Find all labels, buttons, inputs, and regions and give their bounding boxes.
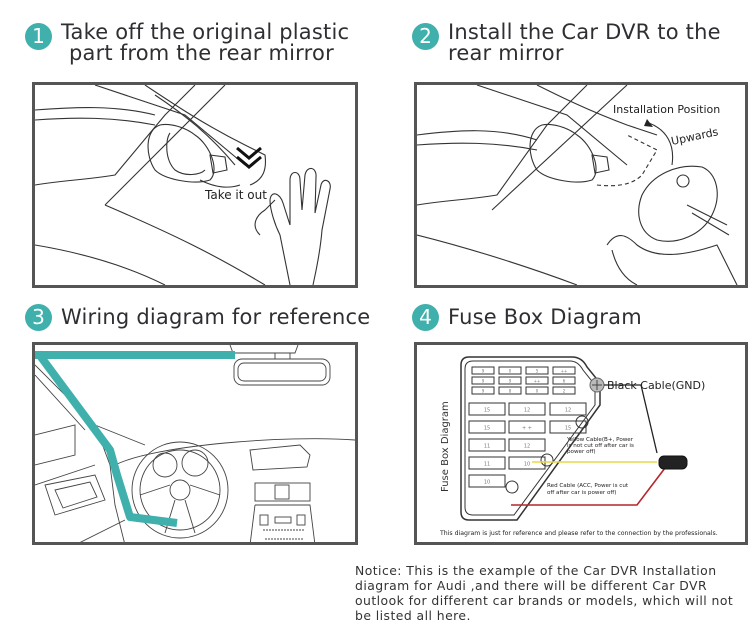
step-4-number-badge: 4 — [412, 304, 439, 331]
step-3-title: Wiring diagram for reference — [61, 305, 371, 329]
step-2-illustration: Installation Position Upwards — [414, 82, 748, 288]
red-cable-label-2: off after car is power off) — [547, 490, 616, 496]
step-4-header: 4 Fuse Box Diagram — [412, 303, 642, 331]
step-1-number-badge: 1 — [25, 23, 52, 50]
large-fuse-label: 15 — [484, 426, 490, 432]
step-3-header: 3 Wiring diagram for reference — [25, 303, 370, 331]
small-fuse-label: 2 — [563, 389, 566, 394]
large-fuse — [468, 474, 506, 488]
large-fuse-label: 11 — [484, 462, 490, 468]
step-4-title: Fuse Box Diagram — [448, 305, 642, 329]
small-fuse — [498, 386, 522, 395]
small-fuse — [552, 366, 576, 375]
large-fuse-label: 12 — [524, 444, 530, 450]
step-1-title: Take off the original plastic part from … — [61, 22, 349, 64]
small-fuse — [471, 366, 495, 375]
dvr-connector — [658, 455, 688, 470]
small-fuse — [471, 386, 495, 395]
large-fuse-label: 15 — [484, 408, 490, 414]
large-fuse — [508, 456, 546, 470]
red-cable — [511, 467, 666, 506]
small-fuse-label: 8 — [509, 389, 512, 394]
large-fuse-label: 11 — [484, 444, 490, 450]
small-fuse-label: 9 — [482, 369, 485, 374]
step-1-header: 1 Take off the original plastic part fro… — [25, 22, 349, 64]
small-fuse-label: 0 — [536, 389, 539, 394]
upwards-label: Upwards — [670, 125, 720, 148]
small-fuse-label: 9 — [482, 379, 485, 384]
step-2-title: Install the Car DVR to the rear mirror — [448, 22, 721, 64]
small-fuse-label: 9 — [509, 379, 512, 384]
large-fuse-label: + + — [522, 426, 532, 432]
step-3-wiring-illustration — [32, 342, 358, 545]
large-fuse-label: 15 — [565, 426, 571, 432]
step-1-title-line2: part from the rear mirror — [69, 41, 334, 65]
small-fuse-label: ++ — [534, 379, 541, 384]
step-2-title-line2: rear mirror — [448, 41, 564, 65]
large-fuse — [508, 420, 546, 434]
small-fuse-label: 5 — [536, 369, 539, 374]
small-fuse-label: 6 — [563, 379, 566, 384]
small-fuse-label: ++ — [561, 369, 568, 374]
large-fuse-label: 10 — [524, 462, 530, 468]
step-1-title-line1: Take off the original plastic — [61, 20, 350, 44]
fuse-box-side-label: Fuse Box Diagram — [440, 401, 451, 492]
notice-text: Notice: This is the example of the Car D… — [355, 563, 734, 623]
take-it-out-label: Take it out — [204, 188, 267, 202]
step-3-number-badge: 3 — [25, 304, 52, 331]
small-fuse — [552, 376, 576, 385]
large-fuse — [549, 402, 587, 416]
black-cable-label: Black Cable(GND) — [607, 379, 705, 392]
step-4-fuse-box-diagram: Fuse Box Diagram 9 0 5 ++ 9 9 ++ 6 9 8 0 2 15 15 11 11… — [414, 342, 748, 545]
small-fuse — [471, 376, 495, 385]
large-fuse-label: 12 — [524, 408, 530, 414]
large-fuse — [508, 402, 546, 416]
large-fuse — [508, 438, 546, 452]
installation-position-label: Installation Position — [613, 103, 720, 116]
small-fuse-label: 0 — [509, 369, 512, 374]
large-fuse — [468, 438, 506, 452]
step-2-header: 2 Install the Car DVR to the rear mirror — [412, 22, 721, 64]
large-fuse-label: 10 — [484, 480, 490, 486]
yellow-cable-label-1: Yellow Cable(B+, Power — [566, 437, 634, 443]
small-fuse — [498, 376, 522, 385]
large-fuse-label: 12 — [565, 408, 571, 414]
yellow-cable-label-2: is not cut off after car is — [567, 443, 634, 449]
step-2-number-badge: 2 — [412, 23, 439, 50]
large-fuse — [468, 420, 506, 434]
yellow-cable-label-3: power off) — [567, 449, 596, 455]
step-1-illustration: Take it out — [32, 82, 358, 288]
small-fuse — [525, 386, 549, 395]
large-fuse — [468, 402, 506, 416]
small-fuse-label: 9 — [482, 389, 485, 394]
large-fuse — [468, 456, 506, 470]
small-fuse — [525, 366, 549, 375]
black-cable — [604, 384, 658, 454]
fuse-disclaimer: This diagram is just for reference and p… — [439, 530, 718, 537]
small-fuse — [525, 376, 549, 385]
small-fuse — [498, 366, 522, 375]
step-2-title-line1: Install the Car DVR to the — [448, 20, 721, 44]
red-cable-label-1: Red Cable (ACC, Power is cut — [547, 483, 629, 489]
small-fuse — [552, 386, 576, 395]
